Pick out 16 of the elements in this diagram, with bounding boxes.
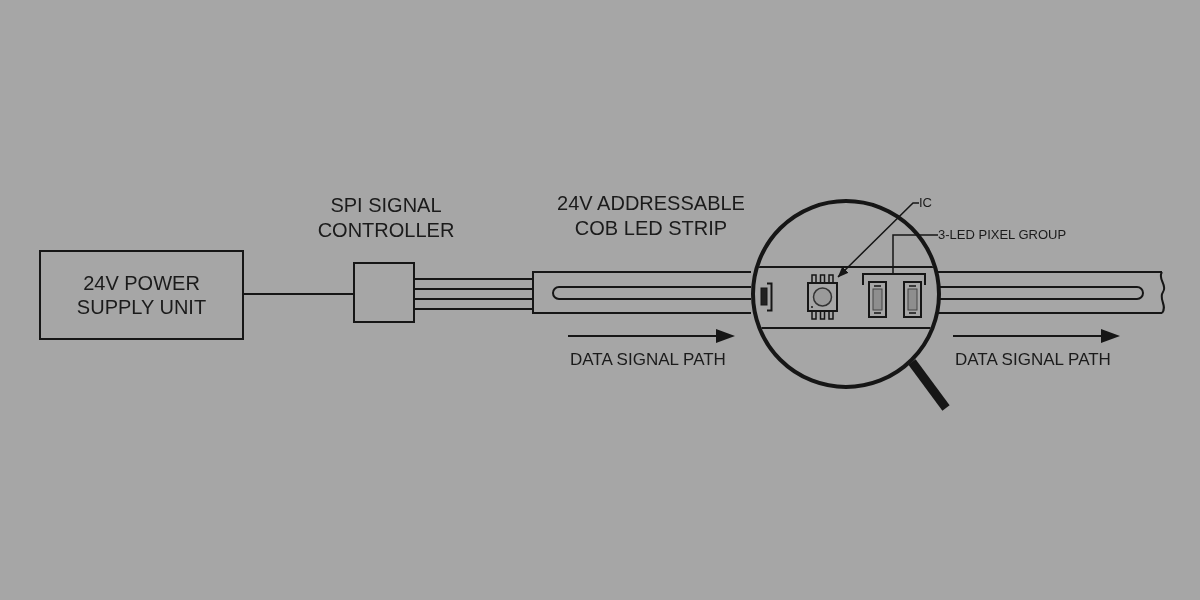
- path-label: DATA SIGNAL PATH: [955, 350, 1111, 370]
- power-supply-box: [39, 250, 244, 340]
- led-group-icon: [862, 273, 927, 318]
- cable: [243, 293, 354, 295]
- callout-label: 3-LED PIXEL GROUP: [938, 227, 1067, 243]
- wire: [414, 288, 533, 290]
- leader-line: [892, 234, 939, 274]
- wire: [414, 298, 533, 300]
- leader-line: [837, 202, 920, 278]
- path-label: DATA SIGNAL PATH: [570, 350, 726, 370]
- callout-label: IC: [919, 195, 932, 211]
- wire: [414, 278, 533, 280]
- wire: [414, 308, 533, 310]
- power-supply-label: 24V POWER SUPPLY UNIT: [75, 271, 208, 319]
- strip-label: 24V ADDRESSABLE COB LED STRIP: [556, 191, 746, 241]
- controller-label: SPI SIGNAL CONTROLLER: [316, 193, 456, 243]
